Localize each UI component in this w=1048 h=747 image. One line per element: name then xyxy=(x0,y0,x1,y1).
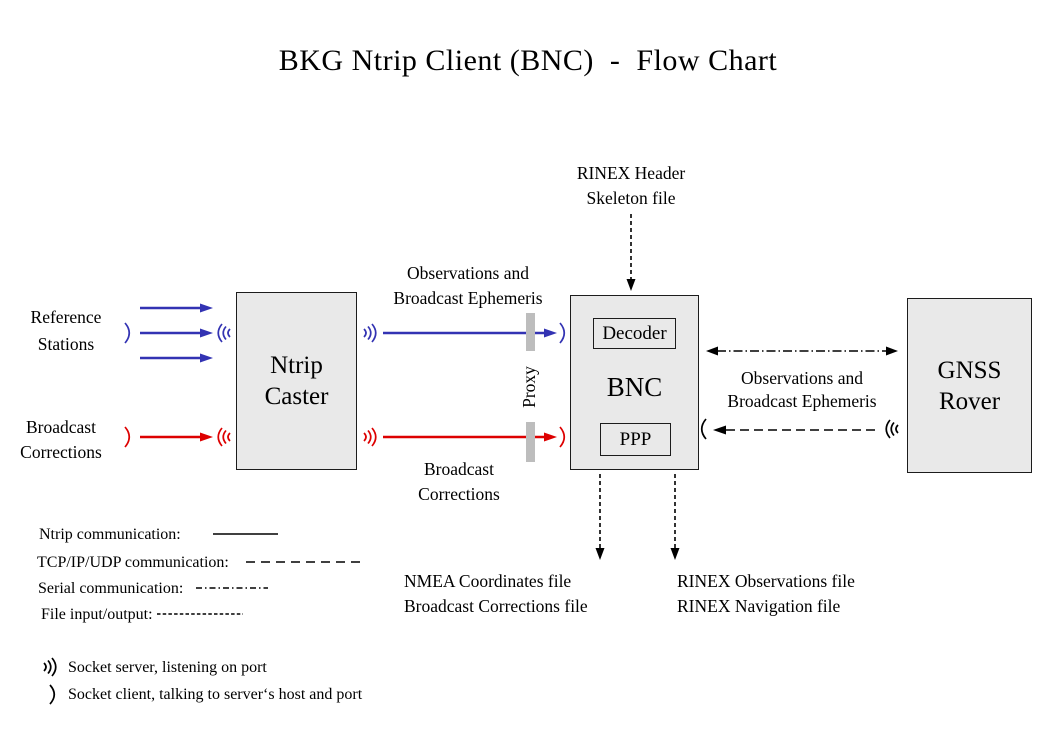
broadcast-corrections-caster-bnc-line2: Corrections xyxy=(418,484,500,504)
legend-label-file-io: File input/output: xyxy=(41,606,153,623)
nmea-output-line1: NMEA Coordinates file xyxy=(404,571,572,591)
rinex-header-skeleton-label: RINEX Header Skeleton file xyxy=(577,161,685,211)
nmea-output-line2: Broadcast Corrections file xyxy=(404,595,588,616)
socket-server-icon xyxy=(363,323,377,343)
socket-server-icon xyxy=(885,419,899,439)
socket-server-icon xyxy=(363,427,377,447)
gnss-rover-label-line2: Rover xyxy=(938,387,1001,415)
reference-station-arrows xyxy=(140,306,201,360)
legend-label-serial: Serial communication: xyxy=(38,580,184,597)
proxy-bar xyxy=(526,313,535,351)
socket-client-icon xyxy=(559,426,566,448)
gnss-rover-label-line1: GNSS xyxy=(937,356,1002,384)
bnc-label: BNC xyxy=(606,372,663,402)
rinex-output-arrowhead xyxy=(670,548,680,560)
socket-client-icon xyxy=(49,684,56,705)
socket-client-icon xyxy=(700,418,707,440)
corrections-flow-arrowhead xyxy=(544,432,557,442)
rinex-output-line2: RINEX Navigation file xyxy=(677,595,841,616)
rover-tcp-arrowhead xyxy=(713,425,726,435)
serial-link-arrowhead-right xyxy=(886,346,898,356)
socket-server-legend-label: Socket server, listening on port xyxy=(68,659,267,676)
ntrip-caster-label-line2: Caster xyxy=(264,383,329,410)
reference-station-arrowheads xyxy=(200,303,213,363)
legend-label-ntrip: Ntrip communication: xyxy=(39,526,181,543)
obs-ephemeris-bnc-rover-line2: Broadcast Ephemeris xyxy=(727,391,877,411)
page-title: BKG Ntrip Client (BNC) - Flow Chart xyxy=(278,44,778,77)
socket-client-icon xyxy=(124,426,131,448)
obs-ephemeris-caster-bnc-label: Observations and Broadcast Ephemeris xyxy=(393,261,542,311)
broadcast-corrections-caster-bnc-line1: Broadcast xyxy=(424,459,494,479)
broadcast-input-arrowhead xyxy=(200,432,213,442)
gnss-rover-label: GNSS Rover xyxy=(938,355,1002,417)
reference-stations-line2: Stations xyxy=(37,334,95,354)
obs-ephemeris-bnc-rover-label: Observations and Broadcast Ephemeris xyxy=(727,367,876,413)
proxy-label: Proxy xyxy=(519,366,539,408)
obs-ephemeris-bnc-rover-line1: Observations and xyxy=(741,368,863,388)
legend-label-tcp: TCP/IP/UDP communication: xyxy=(37,554,229,571)
obs-ephemeris-flow-arrowhead xyxy=(544,328,557,338)
node-gnss-rover: GNSS Rover xyxy=(907,298,1032,473)
rinex-skeleton-arrowhead xyxy=(626,279,636,291)
rinex-output-label: RINEX Observations file RINEX Navigation… xyxy=(677,569,855,618)
rinex-header-skeleton-line2: Skeleton file xyxy=(586,188,676,208)
reference-stations-label: Reference Stations xyxy=(31,304,102,358)
node-decoder: Decoder xyxy=(593,318,676,349)
reference-stations-line1: Reference xyxy=(30,307,102,327)
socket-client-legend-label: Socket client, talking to server‘s host … xyxy=(68,686,363,703)
node-bnc: Decoder BNC PPP xyxy=(570,295,699,470)
socket-client-icon xyxy=(559,322,566,344)
rinex-header-skeleton-line1: RINEX Header xyxy=(576,163,686,183)
node-ntrip-caster: Ntrip Caster xyxy=(236,292,357,470)
broadcast-corrections-caster-bnc-label: Broadcast Corrections xyxy=(418,457,500,507)
ntrip-caster-label-line1: Ntrip xyxy=(270,352,323,379)
ntrip-caster-label: Ntrip Caster xyxy=(265,350,329,412)
broadcast-corrections-input-line1: Broadcast xyxy=(26,417,96,437)
serial-link-arrowhead-left xyxy=(706,346,718,356)
socket-server-icon xyxy=(217,427,231,447)
socket-server-icon xyxy=(43,657,57,677)
nmea-output-arrowhead xyxy=(595,548,605,560)
nmea-output-label: NMEA Coordinates file Broadcast Correcti… xyxy=(404,569,588,618)
rinex-output-line1: RINEX Observations file xyxy=(677,571,855,591)
obs-ephemeris-caster-bnc-line2: Broadcast Ephemeris xyxy=(393,288,543,308)
broadcast-corrections-input-line2: Corrections xyxy=(20,442,102,462)
obs-ephemeris-caster-bnc-line1: Observations and xyxy=(407,263,529,283)
proxy-bar xyxy=(526,422,535,462)
broadcast-corrections-input-label: Broadcast Corrections xyxy=(20,415,102,465)
node-ppp: PPP xyxy=(600,423,671,456)
socket-server-icon xyxy=(217,323,231,343)
socket-client-icon xyxy=(124,322,131,344)
